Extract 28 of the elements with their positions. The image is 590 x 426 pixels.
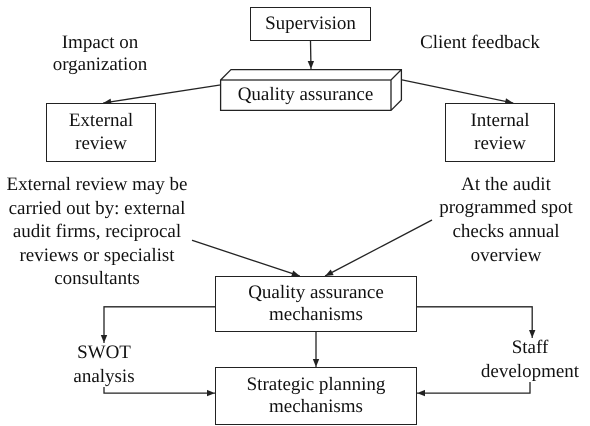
arrow [402, 79, 514, 104]
arrow [192, 240, 300, 277]
box-label: External review [68, 110, 134, 155]
box-label: Quality assurance [238, 84, 374, 107]
box-label: Strategic planning mechanisms [246, 374, 386, 418]
arrow [308, 40, 314, 70]
arrow [103, 387, 215, 396]
note-text: SWOT analysis [66, 343, 142, 387]
arrow [103, 84, 220, 105]
arrow [100, 306, 215, 343]
box-label: Internal review [469, 110, 531, 155]
arrow [312, 332, 320, 367]
annotation-text: Client feedback [419, 32, 541, 54]
arrow [324, 219, 432, 277]
arrow [417, 382, 531, 396]
3d-box [220, 69, 402, 111]
note-text: At the audit programmed spot checks annual overview [432, 173, 580, 267]
arrow [417, 306, 536, 338]
process-box [215, 276, 417, 332]
note-text: Staff development [474, 338, 586, 382]
process-box [250, 7, 371, 41]
annotation-text: Impact on organization [52, 32, 148, 77]
box-label: Quality assurance mechanisms [247, 282, 385, 326]
box-label: Supervision [265, 12, 356, 36]
process-box [46, 103, 156, 162]
note-text: External review may be carried out by: external audit firms, reciprocal reviews or specialist consultants [2, 173, 192, 291]
process-box [445, 103, 555, 162]
process-box [215, 367, 417, 425]
